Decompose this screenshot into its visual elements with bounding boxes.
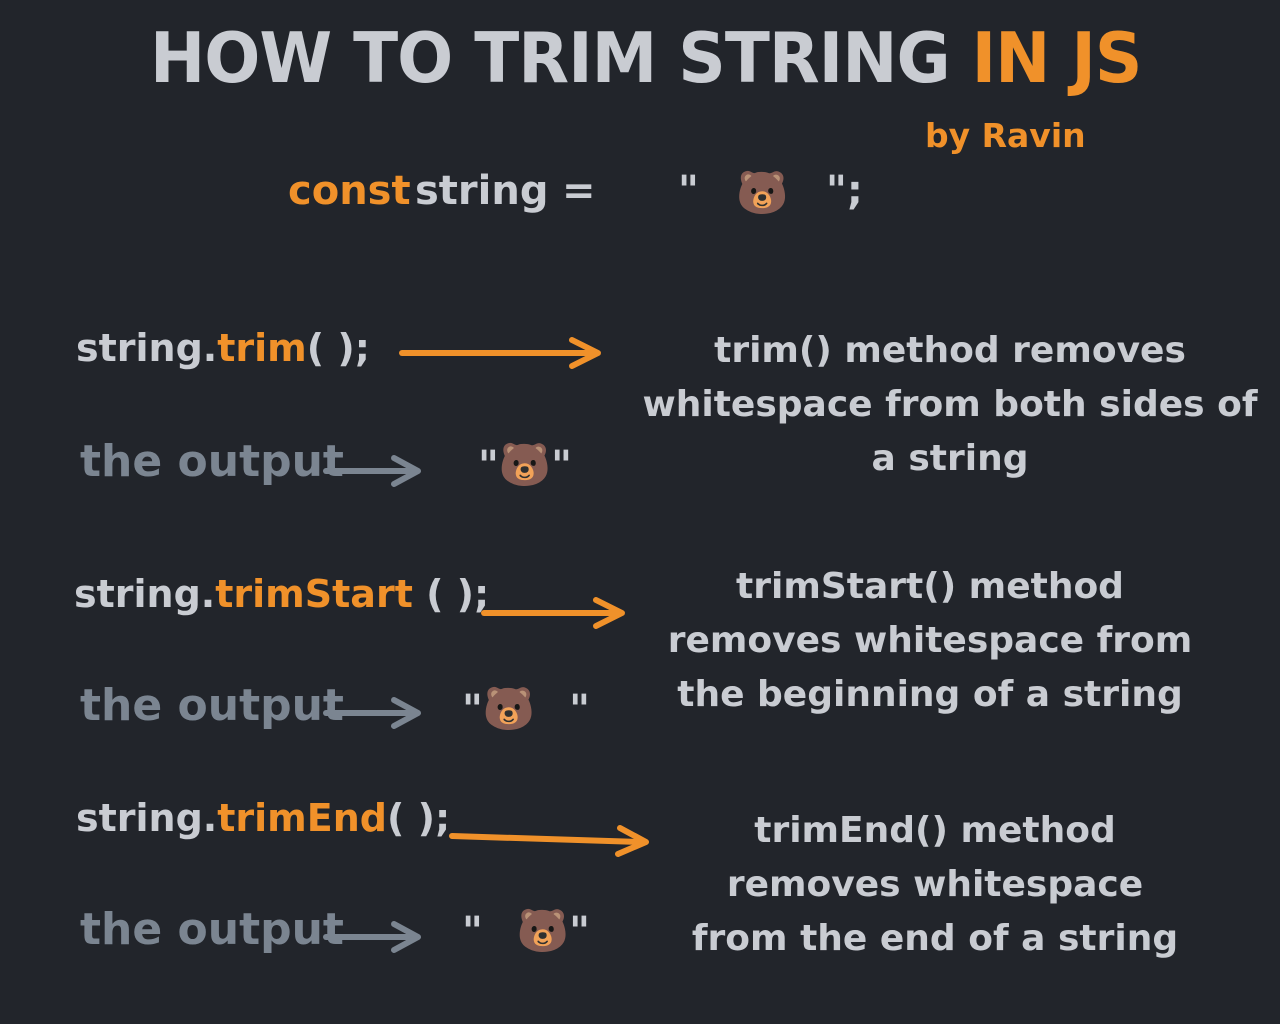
output-close-quote: "	[569, 687, 590, 733]
code-method: trimEnd	[217, 796, 387, 840]
right-arrow-icon	[323, 455, 421, 487]
title-main-text: HOW TO TRIM STRING	[150, 18, 951, 99]
output-value-trimstart: "🐻"	[462, 684, 590, 734]
output-close-quote: "	[551, 443, 572, 489]
bear-face-emoji: 🐻	[498, 440, 552, 489]
output-label-trim: the output	[80, 436, 344, 487]
code-trimend: string.trimEnd( );	[76, 796, 450, 840]
right-arrow-icon	[323, 921, 421, 953]
decl-open-quote: "	[678, 168, 699, 214]
title-accent-text: IN JS	[971, 18, 1143, 99]
bear-face-emoji: 🐻	[482, 684, 536, 733]
bear-face-emoji: 🐻	[736, 168, 789, 217]
decl-keyword: const	[288, 168, 411, 214]
code-suffix: ( );	[387, 796, 451, 840]
code-suffix: ( );	[306, 326, 370, 370]
right-arrow-icon	[449, 825, 649, 857]
output-value-trim: "🐻"	[478, 440, 572, 490]
description-trimend: trimEnd() method removes whitespace from…	[691, 810, 1179, 959]
output-label-trimend: the output	[80, 904, 344, 955]
code-trim: string.trim( );	[76, 326, 370, 370]
code-method: trimStart	[215, 572, 413, 616]
description-trim: trim() method removes whitespace from bo…	[642, 330, 1258, 479]
right-arrow-icon	[323, 697, 421, 729]
output-value-trimend: "🐻"	[462, 906, 590, 956]
code-prefix: string.	[76, 796, 218, 840]
code-trimstart: string.trimStart ( );	[74, 572, 489, 616]
description-trimstart: trimStart() method removes whitespace fr…	[667, 566, 1193, 715]
code-prefix: string.	[74, 572, 216, 616]
decl-close-quote: ";	[826, 168, 863, 214]
right-arrow-icon	[481, 597, 625, 629]
decl-equals: =	[562, 168, 596, 214]
page-title: HOW TO TRIM STRING IN JS	[150, 18, 1143, 99]
output-open-quote: "	[462, 909, 483, 955]
code-suffix: ( );	[412, 572, 490, 616]
code-method: trim	[217, 326, 307, 370]
output-open-quote: "	[462, 687, 483, 733]
code-prefix: string.	[76, 326, 218, 370]
output-close-quote: "	[569, 909, 590, 955]
output-label-trimstart: the output	[80, 680, 344, 731]
decl-name: string	[415, 168, 549, 214]
right-arrow-icon	[399, 337, 601, 369]
output-open-quote: "	[478, 443, 499, 489]
bear-face-emoji: 🐻	[516, 906, 570, 955]
byline: by Ravin	[925, 116, 1086, 155]
